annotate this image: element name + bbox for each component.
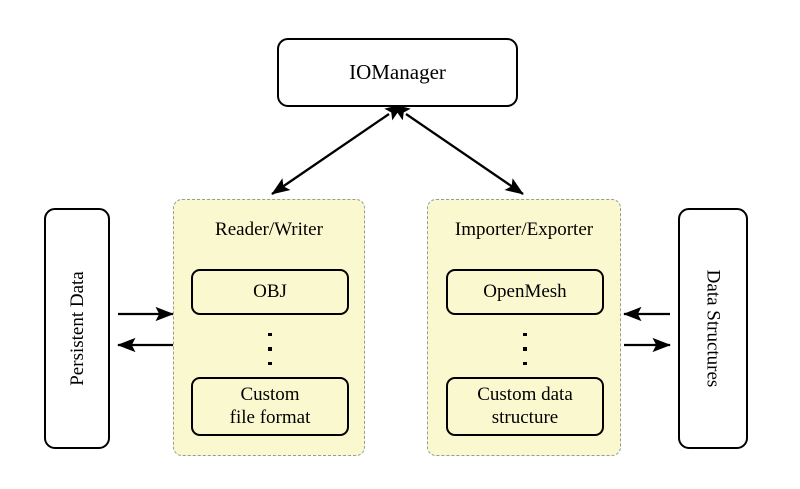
reader-writer-ellipsis-icon bbox=[267, 333, 273, 365]
io-manager-label: IOManager bbox=[349, 59, 446, 84]
persistent-data-node[interactable]: Persistent Data bbox=[44, 208, 110, 449]
item-openmesh-label: OpenMesh bbox=[483, 280, 567, 302]
data-structures-label: Data Structures bbox=[702, 269, 724, 388]
arrow-manager-importer-exporter bbox=[391, 104, 524, 195]
group-reader-writer-title: Reader/Writer bbox=[215, 219, 323, 240]
persistent-data-label: Persistent Data bbox=[66, 271, 88, 386]
item-custom-data-structure[interactable]: Custom data structure bbox=[446, 377, 604, 436]
item-obj[interactable]: OBJ bbox=[191, 269, 349, 315]
item-custom-file-format-label: Custom file format bbox=[229, 384, 311, 428]
group-importer-exporter-title: Importer/Exporter bbox=[454, 219, 594, 240]
item-custom-data-structure-label: Custom data structure bbox=[477, 384, 573, 428]
io-manager-node[interactable]: IOManager bbox=[277, 38, 518, 107]
item-openmesh[interactable]: OpenMesh bbox=[446, 269, 604, 315]
item-obj-label: OBJ bbox=[253, 280, 287, 302]
group-importer-exporter: Importer/Exporter OpenMesh Custom data s… bbox=[427, 199, 621, 456]
data-structures-node[interactable]: Data Structures bbox=[678, 208, 748, 449]
item-custom-file-format[interactable]: Custom file format bbox=[191, 377, 349, 436]
group-reader-writer: Reader/Writer OBJ Custom file format bbox=[173, 199, 365, 456]
importer-exporter-ellipsis-icon bbox=[522, 333, 528, 365]
arrow-manager-reader-writer bbox=[271, 104, 404, 195]
